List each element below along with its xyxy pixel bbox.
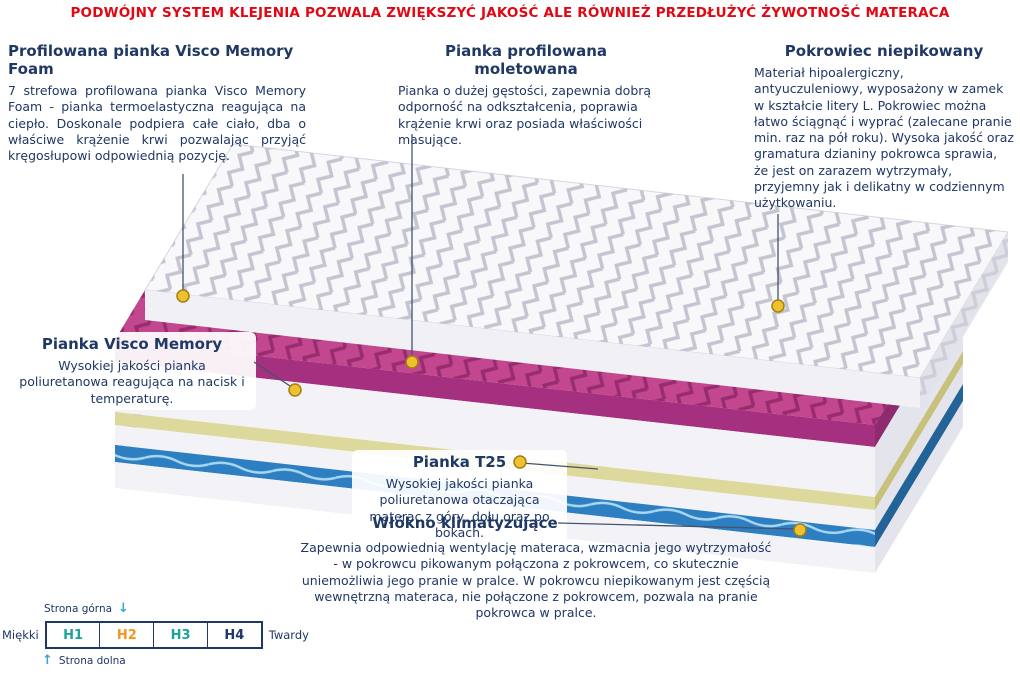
firmness-level-h1: H1 bbox=[63, 627, 84, 643]
scale-middle-row: Miękki H1 H2 H3 H4 Twardy bbox=[2, 621, 322, 649]
callout-title: Pianka T25 bbox=[412, 453, 507, 471]
callout-title: Pianka profilowana moletowana bbox=[444, 42, 608, 78]
firmness-scale: Strona górna ↓ Miękki H1 H2 H3 H4 Twardy… bbox=[2, 602, 322, 667]
callout-pianka-t25: Pianka T25 Wysokiej jakości pianka poliu… bbox=[352, 450, 567, 544]
layer-base-end-right bbox=[875, 401, 963, 573]
callout-profilowana-visco-foam: Profilowana pianka Visco Memory Foam 7 s… bbox=[8, 42, 306, 164]
callout-title: Pianka Visco Memory bbox=[41, 335, 223, 353]
layer-visco-front bbox=[115, 362, 875, 497]
scale-bottom-row: ↑ Strona dolna bbox=[42, 654, 322, 667]
arrow-up-icon: ↑ bbox=[42, 653, 53, 668]
firmness-level-h3: H3 bbox=[153, 623, 207, 647]
arrow-down-icon: ↓ bbox=[118, 601, 129, 616]
layer-fibre-end-right bbox=[875, 384, 963, 547]
callout-body: 7 strefowa profilowana pianka Visco Memo… bbox=[8, 83, 306, 163]
callout-pianka-moletowana: Pianka profilowana moletowana Pianka o d… bbox=[398, 42, 654, 148]
foam-slab-end-right-texture bbox=[920, 232, 1008, 408]
firmness-levels-box: H1 H2 H3 H4 bbox=[44, 621, 263, 649]
callout-title: Włókno klimatyzujące bbox=[372, 514, 558, 532]
foam-slab-surface-texture bbox=[145, 144, 1008, 378]
scale-hard-label: Twardy bbox=[268, 628, 309, 642]
scale-bottom-label: Strona dolna bbox=[58, 654, 126, 667]
scale-top-row: Strona górna ↓ bbox=[44, 602, 322, 615]
scale-soft-label: Miękki bbox=[2, 628, 39, 642]
callout-title: Profilowana pianka Visco Memory Foam bbox=[8, 42, 294, 78]
layer-pink-front bbox=[115, 340, 875, 447]
scale-top-label: Strona górna bbox=[44, 602, 113, 615]
layer-white-end-right bbox=[875, 364, 963, 530]
mattress-top-foam-slab bbox=[144, 143, 1009, 408]
firmness-level-h4: H4 bbox=[206, 623, 261, 647]
callout-body: Wysokiej jakości pianka poliuretanowa re… bbox=[19, 358, 245, 406]
callout-body: Zapewnia odpowiednią wentylację materaca… bbox=[300, 540, 772, 620]
callout-body: Pianka o dużej gęstości, zapewnia dobrą … bbox=[398, 83, 652, 147]
callout-body: Materiał hipoalergiczny, antyuczuleniowy… bbox=[754, 65, 1014, 210]
top-banner-text: PODWÓJNY SYSTEM KLEJENIA POZWALA ZWIĘKSZ… bbox=[70, 5, 950, 21]
callout-title: Pokrowiec niepikowany bbox=[784, 42, 984, 60]
callout-wlokno-klimatyzujace: Włókno klimatyzujące Zapewnia odpowiedni… bbox=[300, 514, 772, 621]
foam-slab-front bbox=[145, 290, 920, 408]
layer-t25-end-right bbox=[875, 351, 963, 510]
callout-pianka-visco-memory: Pianka Visco Memory Wysokiej jakości pia… bbox=[8, 332, 256, 410]
callout-body: Wysokiej jakości pianka poliuretanowa ot… bbox=[369, 476, 550, 540]
firmness-level-h2: H2 bbox=[99, 623, 153, 647]
callout-pokrowiec-niepikowany: Pokrowiec niepikowany Materiał hipoalerg… bbox=[754, 42, 1014, 211]
